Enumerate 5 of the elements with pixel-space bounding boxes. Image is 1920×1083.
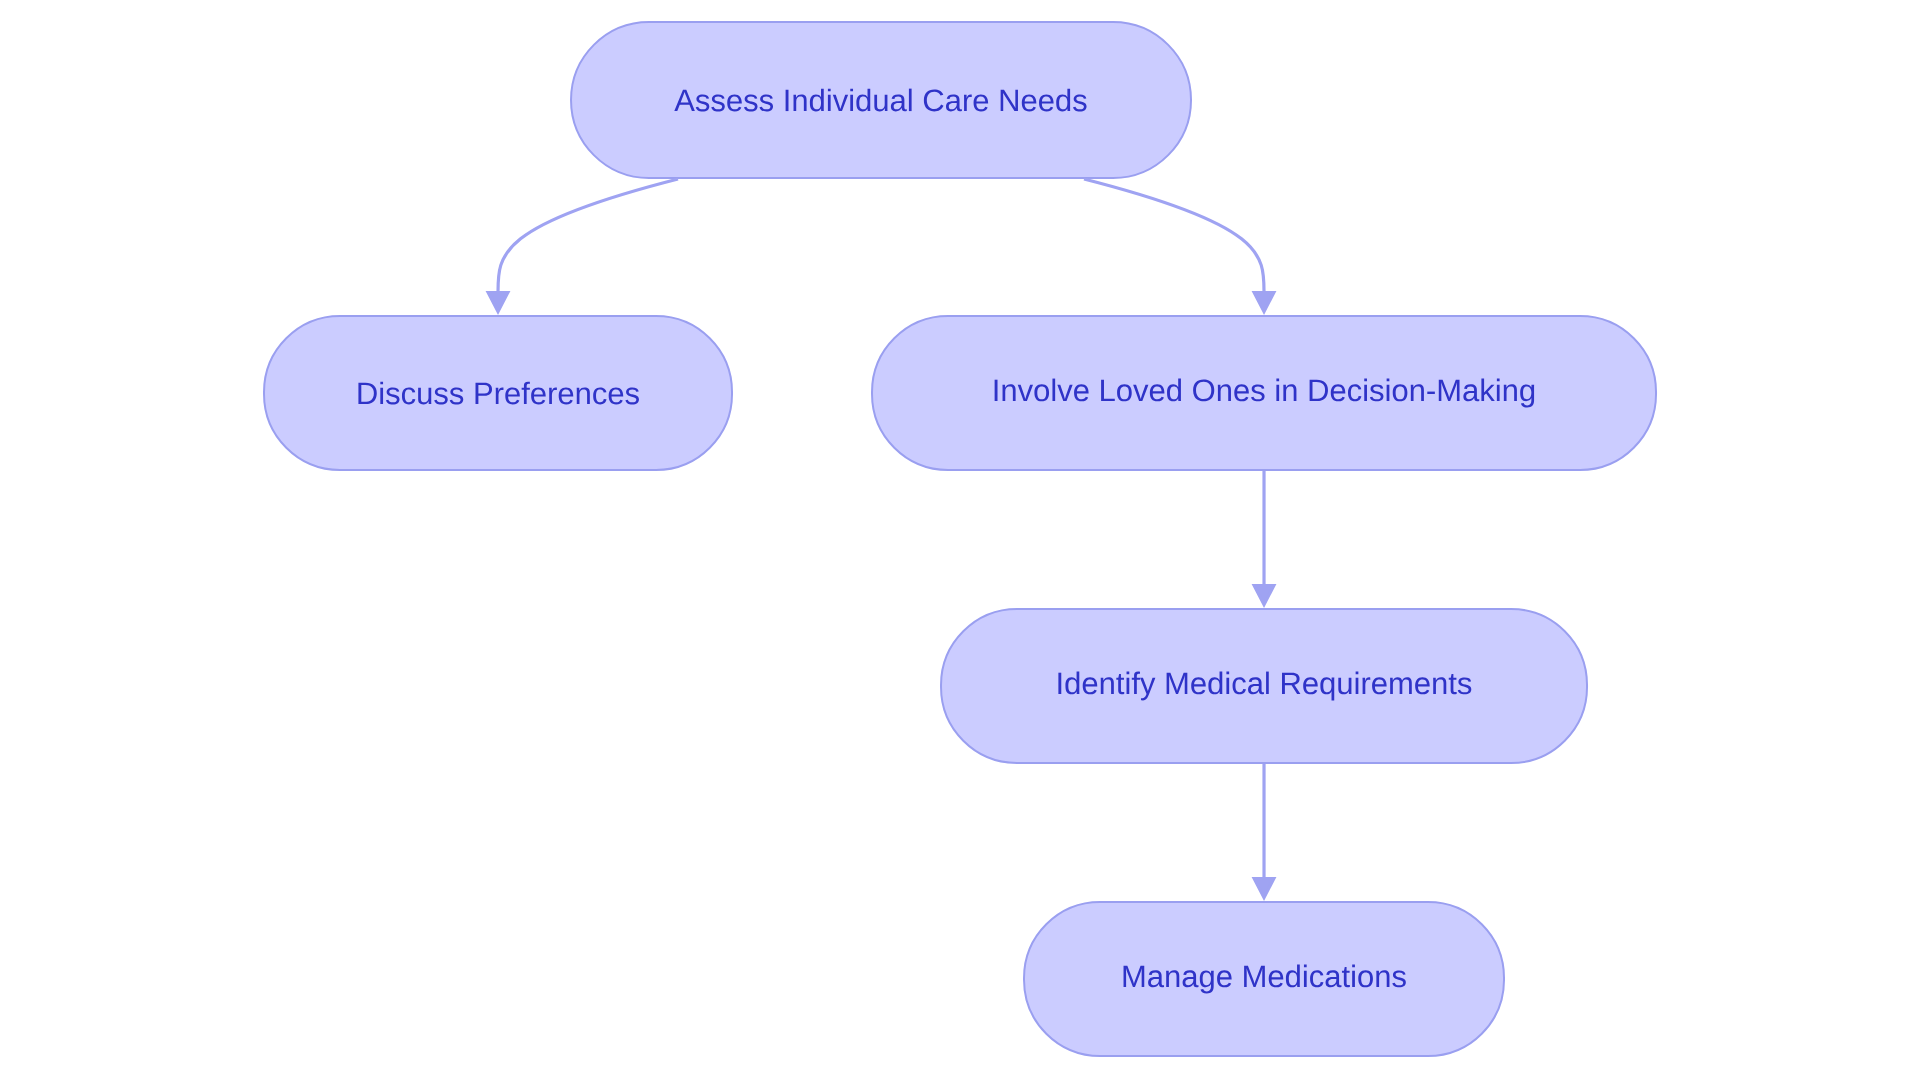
process-box: Identify Medical Requirements — [940, 608, 1588, 764]
process-box: Discuss Preferences — [263, 315, 733, 471]
process-box: Manage Medications — [1023, 901, 1505, 1057]
process-box: Assess Individual Care Needs — [570, 21, 1192, 179]
process-box: Involve Loved Ones in Decision-Making — [871, 315, 1657, 471]
